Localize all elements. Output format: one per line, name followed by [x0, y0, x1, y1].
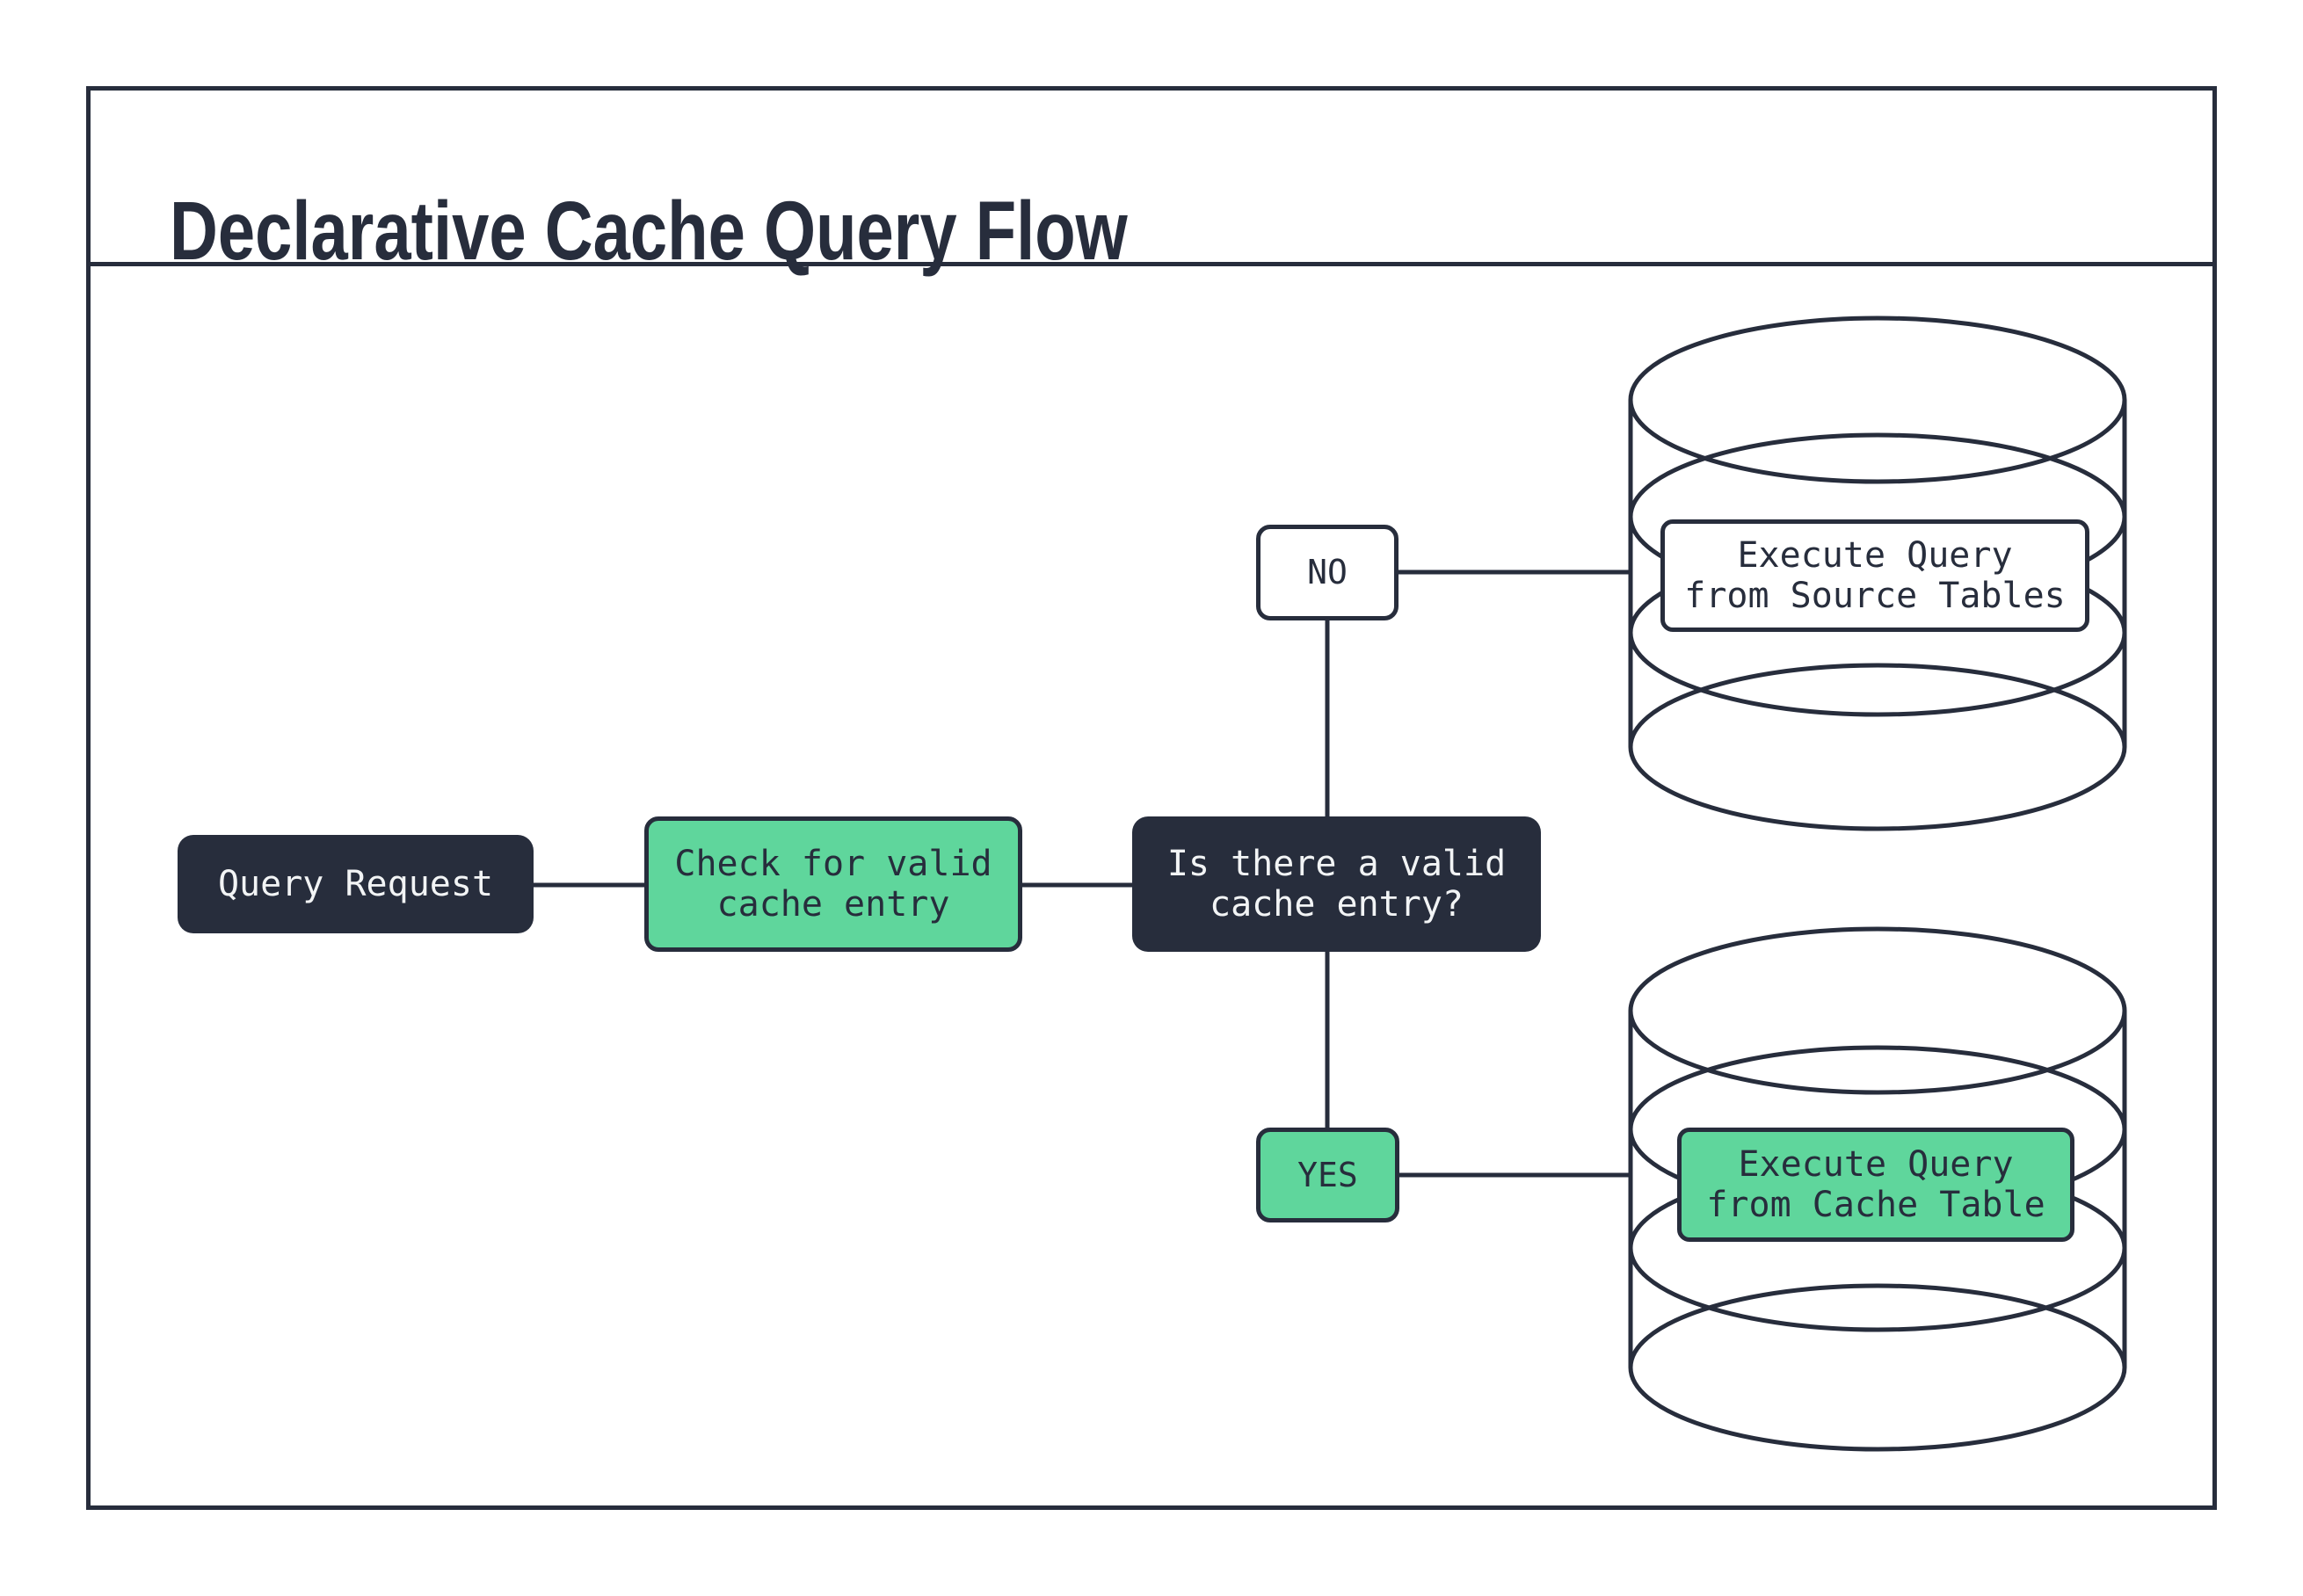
no-label: NO	[1307, 553, 1348, 592]
node-execute-from-cache-table: Execute Query from Cache Table	[1677, 1128, 2074, 1242]
decision-label-line2: cache entry?	[1210, 884, 1464, 925]
yes-label: YES	[1297, 1155, 1358, 1194]
header-divider	[86, 262, 2217, 266]
cache-database-cylinder-icon	[1628, 926, 2127, 1452]
cache-db-label-line1: Execute Query	[1738, 1143, 2014, 1185]
connector-lines	[534, 569, 1631, 1178]
source-database-cylinder-icon	[1628, 316, 2127, 831]
branch-label-yes: YES	[1256, 1128, 1399, 1222]
node-query-request: Query Request	[178, 835, 534, 933]
node-execute-from-source-tables: Execute Query from Source Tables	[1660, 519, 2089, 632]
page-title: Declarative Cache Query Flow	[170, 185, 1128, 279]
branch-label-no: NO	[1256, 525, 1399, 620]
source-db-label-line2: from Source Tables	[1684, 576, 2066, 616]
node-check-cache: Check for valid cache entry	[644, 816, 1022, 952]
node-decision-valid-cache: Is there a valid cache entry?	[1132, 816, 1541, 952]
check-cache-label-line2: cache entry	[716, 884, 950, 925]
cache-db-label-line2: from Cache Table	[1706, 1185, 2045, 1225]
query-request-label: Query Request	[217, 863, 494, 904]
source-db-label-line1: Execute Query	[1737, 534, 2013, 576]
decision-label-line1: Is there a valid	[1166, 843, 1507, 884]
check-cache-label-line1: Check for valid	[674, 843, 992, 884]
